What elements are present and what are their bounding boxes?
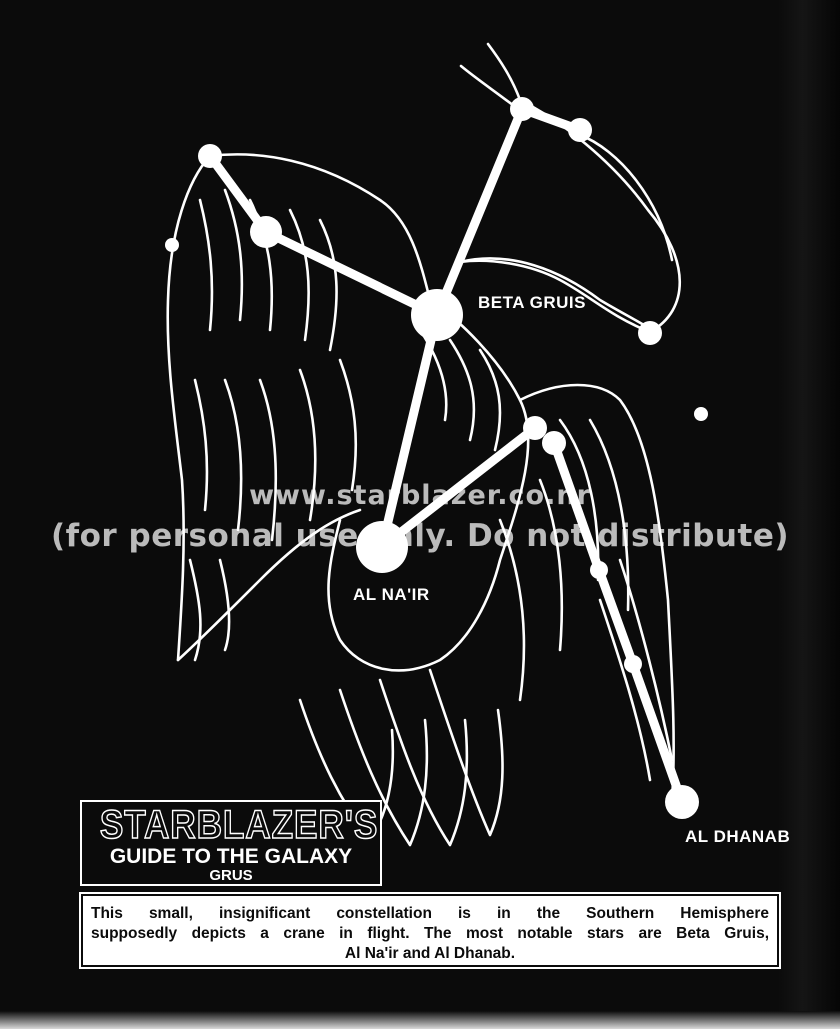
star-neck — [638, 321, 662, 345]
label-beta-gruis: BETA GRUIS — [478, 293, 586, 312]
star-body-2 — [542, 431, 566, 455]
crane-legs — [618, 558, 674, 762]
star-wing — [250, 216, 282, 248]
starblazer-logo: STARBLAZER'S — [99, 803, 379, 847]
star-body — [523, 416, 547, 440]
watermark-url: www.starblazer.co.nr — [249, 480, 591, 511]
crane-throat — [576, 132, 674, 262]
star-tail-1 — [590, 561, 608, 579]
star-faint-left — [165, 238, 179, 252]
page-bottom-edge — [0, 1011, 840, 1029]
right-wing-outline — [518, 383, 675, 802]
star-head-2 — [568, 118, 592, 142]
star-line-tail-2 — [594, 565, 638, 669]
caption-box: This small, insignificant constellation … — [79, 892, 781, 969]
star-al-nair — [356, 521, 408, 573]
constellation-name: GRUS — [209, 867, 253, 884]
label-al-dhanab: AL DHANAB — [685, 827, 791, 846]
watermark-notice: (for personal use only. Do not distribut… — [50, 518, 790, 554]
star-line-al-nair — [377, 423, 540, 552]
star-line-tail-3 — [628, 659, 687, 807]
star-line-wing — [261, 227, 442, 320]
star-head — [510, 97, 534, 121]
label-al-nair: AL NA'IR — [353, 585, 430, 604]
star-line-tail-1 — [549, 438, 604, 575]
star-tail-2 — [624, 655, 642, 673]
crane-neck-inner — [458, 257, 654, 332]
crane-beak-lower — [459, 64, 516, 108]
guide-title-box: STARBLAZER'S GUIDE TO THE GALAXY GRUS — [80, 800, 382, 886]
star-beta-gruis — [411, 289, 463, 341]
caption-line: Al Na'ir and Al Dhanab. — [344, 945, 516, 962]
star-line-neck — [432, 104, 527, 320]
caption-text: This small, insignificant constellation … — [81, 894, 779, 967]
left-wing-outline — [166, 154, 212, 662]
crane-body — [327, 298, 530, 672]
star-wingtip — [198, 144, 222, 168]
caption-line: This small, insignificant constellation … — [91, 905, 769, 922]
star-al-dhanab — [665, 785, 699, 819]
page-binding-edge — [778, 0, 840, 1029]
caption-line: supposedly depicts a crane in flight. Th… — [91, 925, 769, 942]
crane-beak-upper — [486, 42, 522, 102]
star-line-body — [377, 310, 442, 552]
crane-neck-back — [458, 259, 652, 334]
guide-title: GUIDE TO THE GALAXY — [109, 845, 353, 868]
left-wing-top — [208, 153, 432, 302]
star-faint-right — [694, 407, 708, 421]
